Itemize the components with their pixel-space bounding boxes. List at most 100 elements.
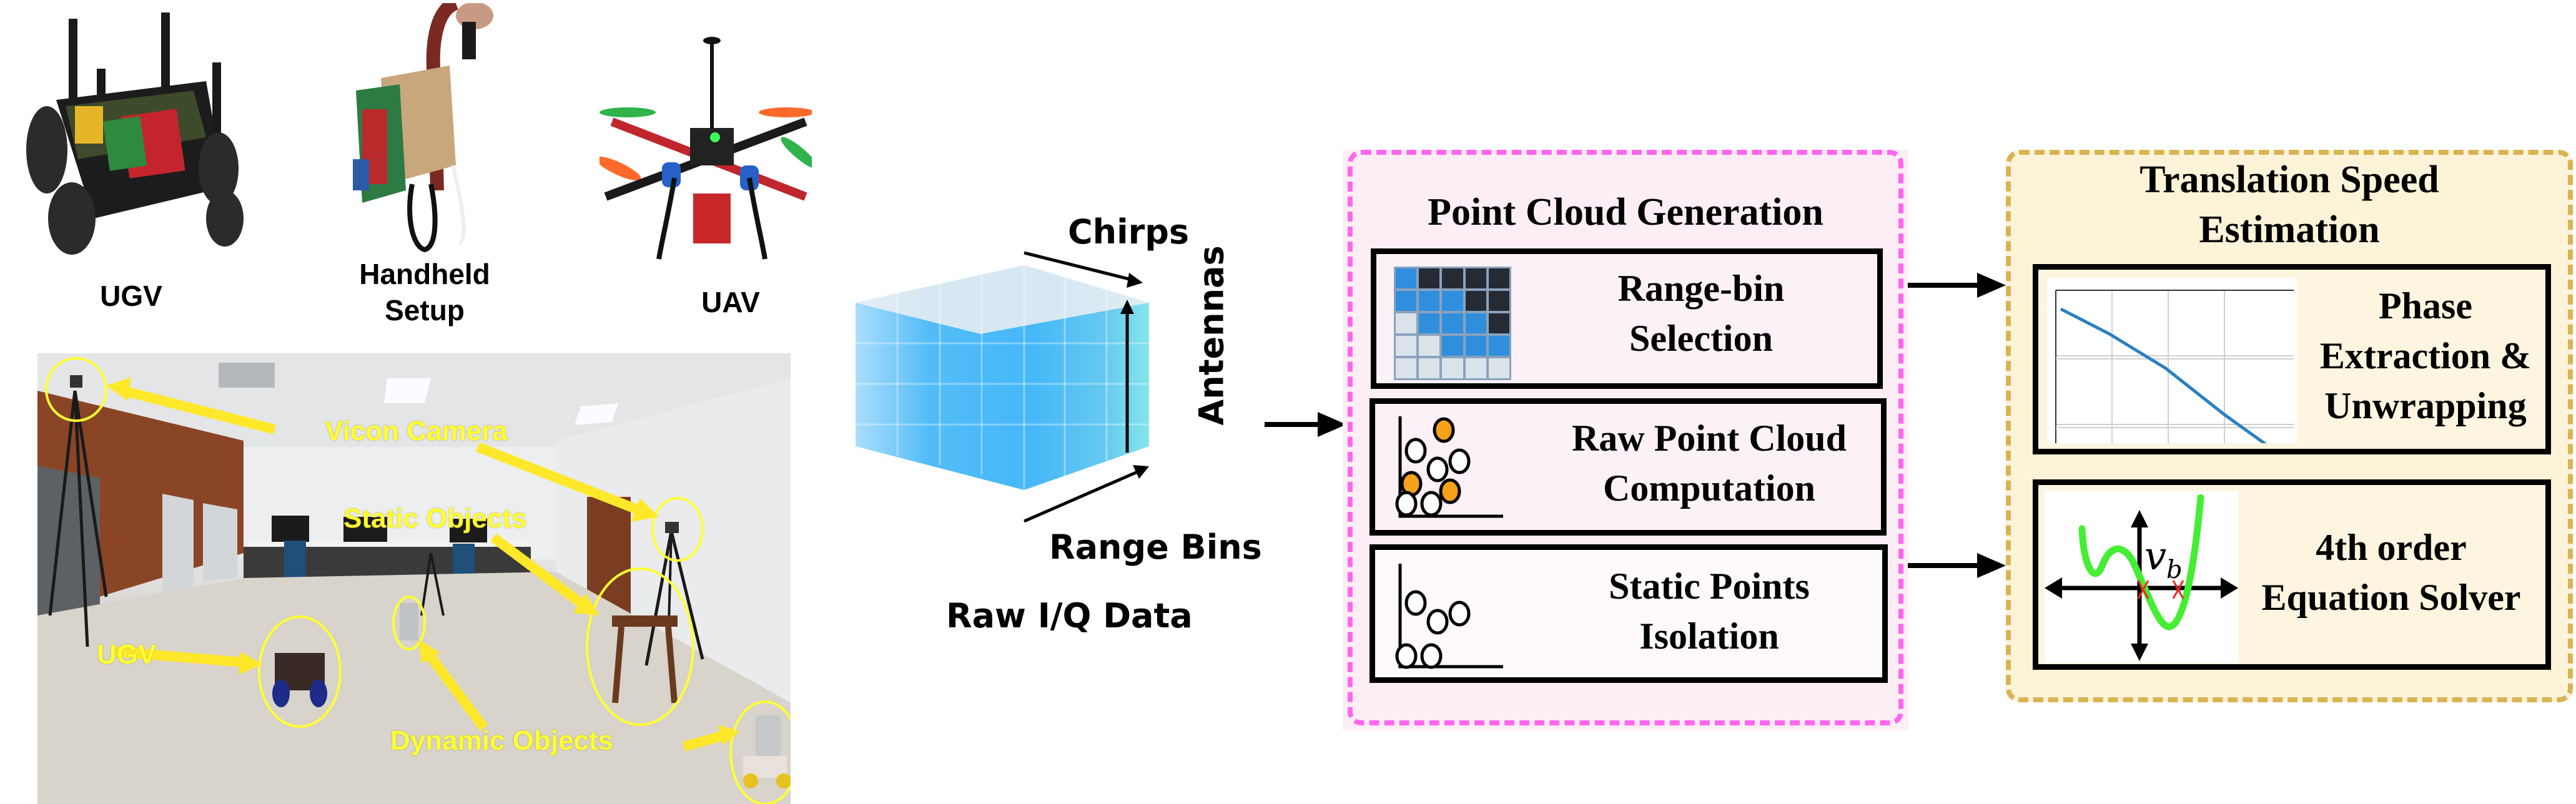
static-point (1426, 456, 1449, 483)
range-bin-cell-blue (1465, 313, 1486, 333)
arrow-to-phase-extraction-head (1977, 273, 2006, 298)
handheld-label-line1: Handheld (359, 258, 490, 290)
arrow-to-phase-extraction (1908, 283, 1983, 288)
dynamic-objects-label: Dynamic Objects (390, 725, 614, 756)
range-bins-axis-arrow (1024, 466, 1147, 523)
static-point (1404, 590, 1427, 616)
static-point (1395, 491, 1418, 517)
static-point (1448, 601, 1471, 627)
static-point (1448, 448, 1471, 474)
static-objects-label: Static Objects (343, 503, 527, 534)
static-points-line2: Isolation (1639, 615, 1779, 657)
range-bin-cell-blue (1396, 268, 1417, 288)
range-bin-cell-dark (1488, 268, 1509, 288)
polynomial-roots-icon: vb (2045, 491, 2238, 663)
dynamic-object-circle-1 (392, 596, 426, 650)
range-bin-cell-dark (1465, 268, 1486, 288)
chirps-label: Chirps (1068, 212, 1190, 252)
chirps-axis-arrow (1024, 251, 1137, 283)
phase-extraction-line3: Unwrapping (2324, 385, 2527, 426)
range-bin-cell-light (1396, 336, 1417, 356)
static-point (1395, 643, 1418, 669)
range-bin-selection-line1: Range-bin (1617, 268, 1785, 309)
range-bin-cell-dark (1419, 268, 1440, 288)
ceiling-light (575, 403, 618, 425)
range-bin-cell-dark (1442, 268, 1463, 288)
static-point (1426, 609, 1449, 635)
range-bin-cell-dark (1488, 313, 1509, 333)
vb-symbol: vb (2144, 533, 2183, 584)
ugv-circle (258, 615, 342, 728)
range-bin-cell-light (1396, 358, 1417, 378)
raw-point-cloud-computation-step: Raw Point Cloud Computation (1369, 398, 1887, 536)
range-bin-grid-icon (1394, 267, 1511, 380)
phase-extraction-line1: Phase (2379, 285, 2472, 326)
raw-point-cloud-line2: Computation (1602, 468, 1816, 509)
arrow-to-equation-solver-head (1977, 553, 2006, 578)
vicon-camera-circle-1 (45, 357, 107, 422)
raw-iq-data-cube (856, 265, 1155, 502)
handheld-photo (343, 0, 500, 253)
root-markers (2137, 580, 2184, 599)
phase-extraction-line2: Extraction & (2319, 335, 2532, 376)
ugv-annotation-label: UGV (97, 639, 157, 670)
room-scene (37, 353, 791, 804)
range-bin-cell-light (1419, 336, 1440, 356)
vicon-camera-label: Vicon Camera (325, 416, 508, 446)
raw-point-cloud-text: Raw Point Cloud Computation (1544, 413, 1875, 513)
arrow-to-point-cloud-head (1318, 412, 1346, 437)
range-bin-cell-blue (1442, 336, 1463, 356)
range-bin-cell-light (1419, 358, 1440, 378)
range-bins-label: Range Bins (1049, 527, 1262, 567)
experiment-room-photo: Vicon Camera Static Objects UGV Dynamic … (37, 353, 791, 804)
handheld-radar-icon (353, 0, 493, 253)
uav-photo (595, 34, 818, 265)
moving-point (1433, 417, 1455, 443)
data-cube-icon (856, 265, 1149, 490)
range-bin-cell-light (1442, 358, 1463, 378)
scatter-points-icon (1395, 416, 1503, 518)
annotation-arrows (106, 377, 740, 752)
range-bin-cell-dark (1465, 291, 1486, 311)
range-bin-selection-text: Range-bin Selection (1539, 263, 1863, 363)
ceiling-light (384, 378, 431, 403)
quartic-curve (2078, 494, 2204, 630)
dynamic-object-circle-2 (729, 700, 791, 804)
range-bin-cell-dark (1488, 291, 1509, 311)
phase-plot-icon (2047, 278, 2297, 443)
range-bin-cell-blue (1419, 291, 1440, 311)
raw-iq-data-caption: Raw I/Q Data (946, 596, 1193, 635)
static-point (1420, 491, 1443, 517)
antennas-label: Antennas (1192, 245, 1231, 426)
range-bin-cell-blue (1488, 336, 1509, 356)
equation-solver-step: vb 4th order Equation Solver (2033, 479, 2551, 670)
static-points-text: Static Points Isolation (1544, 561, 1875, 661)
static-points-line1: Static Points (1609, 566, 1810, 607)
quadcopter-drone-icon (595, 37, 818, 260)
phase-line (2060, 307, 2268, 443)
range-bin-cell-blue (1396, 291, 1417, 311)
range-bin-cell-blue (1442, 313, 1463, 333)
handheld-label: Handheld Setup (337, 256, 512, 328)
range-bin-cell-light (1488, 358, 1509, 378)
range-bin-selection-step: Range-bin Selection (1371, 248, 1883, 389)
vicon-camera-circle-2 (651, 497, 704, 562)
translation-speed-title: Translation Speed Estimation (2006, 155, 2573, 255)
point-cloud-generation-group (1348, 150, 1903, 725)
uav-label: UAV (701, 286, 760, 318)
translation-speed-title-line1: Translation Speed (2139, 159, 2439, 201)
static-point (1420, 643, 1443, 669)
phase-extraction-text: Phase Extraction & Unwrapping (2301, 281, 2550, 431)
static-point (1404, 438, 1427, 464)
static-points-icon (1395, 564, 1503, 669)
equation-solver-text: 4th order Equation Solver (2232, 522, 2550, 622)
range-bin-cell-light (1396, 313, 1417, 333)
range-bin-cell-blue (1442, 291, 1463, 311)
raw-point-cloud-line1: Raw Point Cloud (1571, 418, 1847, 459)
equation-solver-line1: 4th order (2316, 527, 2467, 568)
phase-extraction-step: Phase Extraction & Unwrapping (2033, 264, 2551, 454)
moving-point (1439, 478, 1461, 504)
arrow-to-point-cloud (1265, 422, 1327, 427)
ceiling-vent (219, 363, 275, 388)
range-bin-cell-light (1465, 358, 1486, 378)
